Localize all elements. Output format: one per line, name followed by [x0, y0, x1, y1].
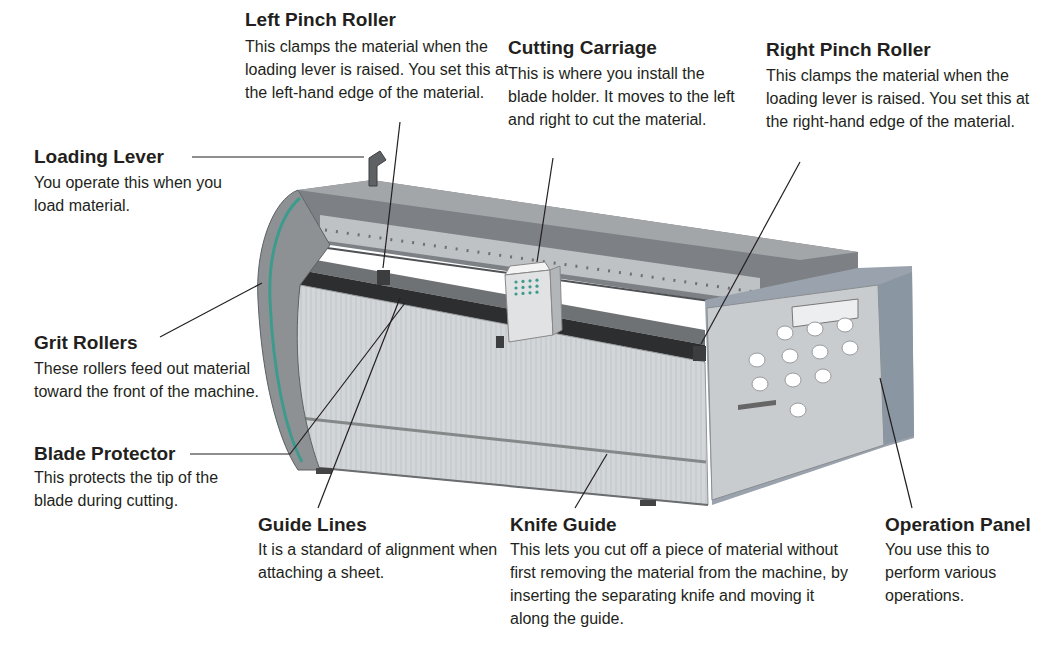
part-name: Loading Lever — [34, 145, 164, 169]
leader-line — [160, 283, 262, 337]
left-end-cap — [258, 190, 330, 470]
panel-button — [785, 373, 801, 387]
part-description: This lets you cut off a piece of materia… — [510, 538, 855, 630]
part-description: This clamps the material when the loadin… — [766, 64, 1034, 133]
carriage-side — [550, 266, 562, 335]
panel-button — [807, 322, 823, 336]
leader-line — [537, 158, 553, 262]
part-name: Right Pinch Roller — [766, 38, 931, 62]
panel-button — [749, 353, 765, 367]
foot — [640, 500, 656, 506]
leader-line — [383, 122, 400, 268]
carriage-dot — [521, 286, 524, 289]
panel-side — [878, 272, 914, 445]
part-description: These rollers feed out material toward t… — [34, 357, 286, 403]
panel-button — [837, 318, 853, 332]
part-description: This protects the tip of the blade durin… — [34, 466, 260, 512]
part-name: Blade Protector — [34, 442, 175, 466]
leader-line — [192, 156, 364, 157]
carriage-dot — [535, 285, 538, 288]
left-pinch-roller — [377, 270, 390, 285]
part-name: Knife Guide — [510, 513, 617, 537]
foot — [316, 468, 332, 474]
carriage-front — [505, 270, 553, 342]
part-description: You use this to perform various operatio… — [885, 538, 1035, 607]
panel-button — [815, 369, 831, 383]
part-name: Grit Rollers — [34, 331, 137, 355]
panel-button — [842, 341, 858, 355]
apron-edge — [300, 466, 708, 505]
leader-line — [701, 162, 800, 344]
carriage-dot — [514, 280, 517, 283]
leader-lines — [160, 122, 912, 508]
carriage-dot — [521, 280, 524, 283]
part-description: You operate this when you load material. — [34, 171, 234, 217]
right-pinch-roller — [693, 346, 706, 361]
part-name: Guide Lines — [258, 513, 367, 537]
panel-housing — [705, 266, 914, 505]
carriage-dot — [535, 291, 538, 294]
front-apron — [292, 285, 708, 505]
leader-line — [575, 454, 607, 508]
knife-guide-slot — [300, 418, 706, 462]
loading-lever — [369, 151, 386, 186]
blade-holder — [496, 336, 504, 348]
part-name: Operation Panel — [885, 513, 1031, 537]
panel-button — [752, 377, 768, 391]
part-description: It is a standard of alignment when attac… — [258, 538, 498, 584]
panel-button — [777, 326, 793, 340]
leader-line — [880, 378, 912, 508]
carriage-dots — [514, 279, 538, 296]
leader-line — [318, 298, 400, 508]
leader-line — [190, 303, 405, 454]
carriage-dot — [535, 279, 538, 282]
apron-texture — [292, 285, 708, 505]
part-description: This is where you install the blade hold… — [508, 62, 746, 131]
end-cap-trim — [270, 198, 302, 462]
part-name: Cutting Carriage — [508, 36, 657, 60]
panel-button — [782, 349, 798, 363]
carriage-dot — [514, 286, 517, 289]
carriage-dot — [521, 292, 524, 295]
panel-button — [790, 403, 806, 417]
carriage-dot — [528, 285, 531, 288]
carriage-dot — [514, 292, 517, 295]
carriage-dot — [528, 279, 531, 282]
panel-face — [707, 285, 884, 500]
part-name: Left Pinch Roller — [245, 8, 396, 32]
part-description: This clamps the material when the loadin… — [245, 35, 517, 104]
carriage-dot — [528, 291, 531, 294]
panel-slot — [738, 400, 776, 410]
panel-button — [812, 345, 828, 359]
